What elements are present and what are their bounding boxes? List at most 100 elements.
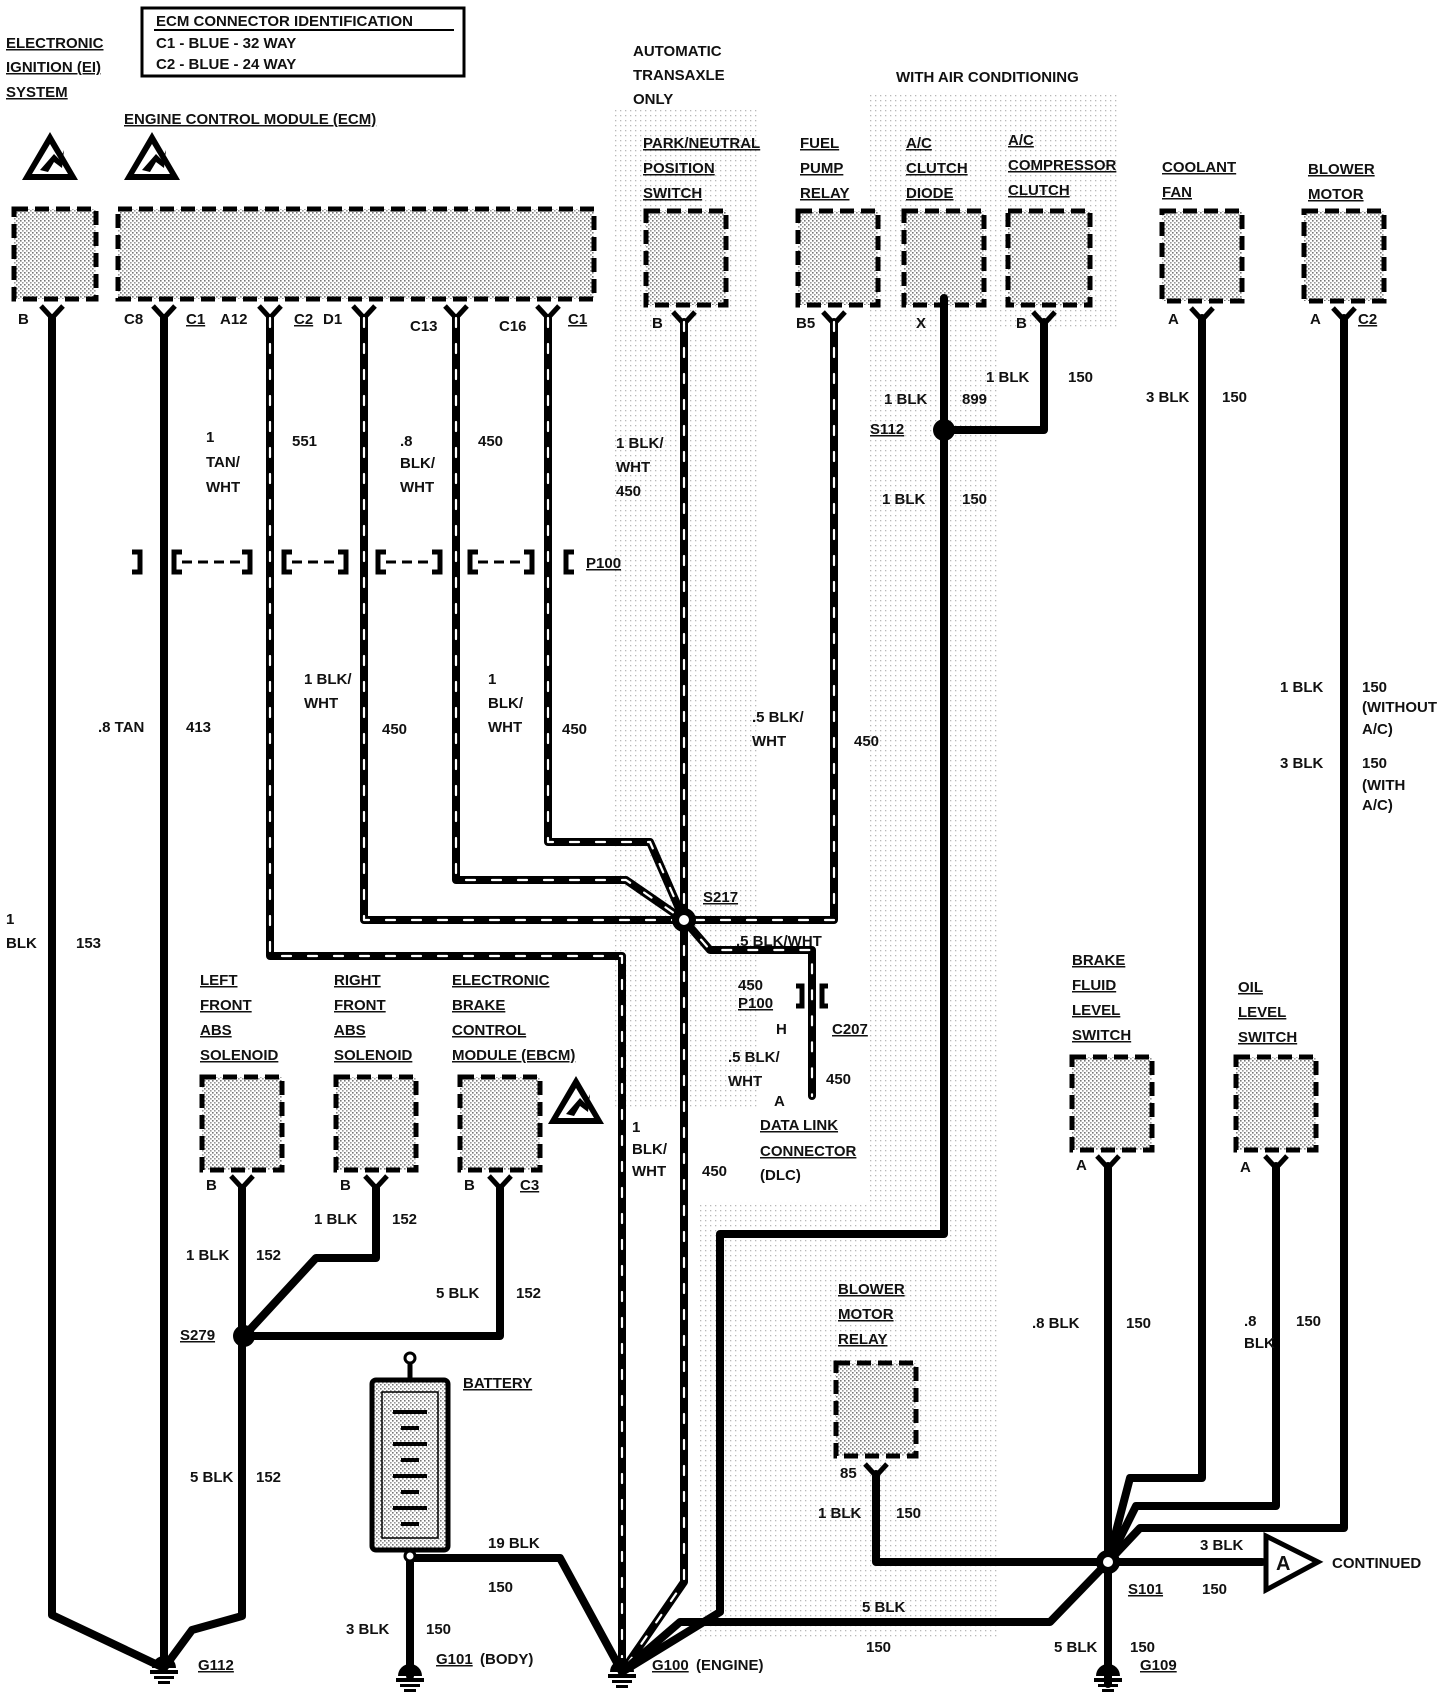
- dlc-c207-label: C207: [832, 1021, 868, 1038]
- ecm-pin-c13: C13: [410, 318, 438, 335]
- wire-label: 1 BLK/: [304, 671, 352, 688]
- wire-label: 450: [562, 721, 587, 738]
- wire-label: 1 BLK/: [616, 435, 664, 452]
- continued-arrow: [1263, 1531, 1324, 1595]
- oil-level-switch-box: [1233, 1054, 1319, 1153]
- wire-label: 150: [1130, 1639, 1155, 1656]
- coolant-label-2: FAN: [1162, 184, 1192, 201]
- battery-symbol: [369, 1351, 451, 1563]
- fuel-pump-label-1: FUEL: [800, 135, 839, 152]
- wire-label: 1: [6, 911, 14, 928]
- brake-fluid-label-4: SWITCH: [1072, 1027, 1131, 1044]
- ecm-pin-c2: C2: [294, 311, 313, 328]
- ei-label-2: IGNITION (EI): [6, 59, 101, 76]
- wire-label: 150: [1222, 389, 1247, 406]
- wire-label: 899: [962, 391, 987, 408]
- wire-label: 450: [826, 1071, 851, 1088]
- ei-pin: B: [18, 311, 29, 328]
- battery-label: BATTERY: [463, 1375, 532, 1392]
- wire-label: 551: [292, 433, 317, 450]
- splice-s112-label: S112: [870, 421, 904, 438]
- wire-label: 152: [516, 1285, 541, 1302]
- wire-label: .8 BLK: [1032, 1315, 1080, 1332]
- ebcm-box: [457, 1074, 543, 1173]
- wire-label: BLK/: [400, 455, 436, 472]
- wire-label: .8: [400, 433, 413, 450]
- wire-label: WHT: [616, 459, 650, 476]
- wire-label: .5 BLK/: [752, 709, 805, 726]
- blower-relay-label-1: BLOWER: [838, 1281, 905, 1298]
- splice-s101-label: S101: [1128, 1581, 1163, 1598]
- ebcm-pin: B: [464, 1177, 475, 1194]
- wire-label: WHT: [728, 1073, 762, 1090]
- ecm-box: [115, 206, 597, 302]
- pnp-label-2: POSITION: [643, 160, 715, 177]
- auto-only-label-2: TRANSAXLE: [633, 67, 725, 84]
- wire-label: 3 BLK: [346, 1621, 390, 1638]
- oil-level-label-3: SWITCH: [1238, 1029, 1297, 1046]
- pnp-pin: B: [652, 315, 663, 332]
- wire-label: 150: [1068, 369, 1093, 386]
- brake-fluid-pin: A: [1076, 1157, 1087, 1174]
- wire-label: .8: [1244, 1313, 1257, 1330]
- pnp-label-3: SWITCH: [643, 185, 702, 202]
- rf-abs-pin: B: [340, 1177, 351, 1194]
- wire-label: 150: [1126, 1315, 1151, 1332]
- ecm-pin-c8: C8: [124, 311, 143, 328]
- ebcm-label-3: CONTROL: [452, 1022, 526, 1039]
- wire-label: (WITH: [1362, 777, 1405, 794]
- brake-fluid-label-3: LEVEL: [1072, 1002, 1120, 1019]
- ecm-pin-c1b: C1: [568, 311, 587, 328]
- brake-fluid-level-switch-box: [1069, 1054, 1155, 1153]
- blower-relay-label-2: MOTOR: [838, 1306, 894, 1323]
- wire-label: 150: [866, 1639, 891, 1656]
- connector-id-line1: C1 - BLUE - 32 WAY: [156, 35, 296, 52]
- wire-label: 450: [382, 721, 407, 738]
- wire-label: BLK/: [632, 1141, 668, 1158]
- dlc-h-pin: H: [776, 1021, 787, 1038]
- wire-label: WHT: [632, 1163, 666, 1180]
- ac-comp-label-2: COMPRESSOR: [1008, 157, 1117, 174]
- ecm-label: ENGINE CONTROL MODULE (ECM): [124, 111, 376, 128]
- wire-label: WHT: [488, 719, 522, 736]
- wire-label: 450: [478, 433, 503, 450]
- wire-label: 1 BLK: [882, 491, 926, 508]
- p100-connector: [132, 549, 574, 575]
- splice-s217-center: [679, 915, 689, 925]
- fuel-pump-relay-box: [795, 208, 881, 308]
- wire-label: 3 BLK: [1280, 755, 1324, 772]
- dlc-p100-label: P100: [738, 995, 773, 1012]
- wire-label: 1 BLK: [986, 369, 1030, 386]
- wire-label: 1: [632, 1119, 640, 1136]
- auto-only-label-1: AUTOMATIC: [633, 43, 722, 60]
- wire-label: A/C): [1362, 721, 1393, 738]
- ac-comp-label-3: CLUTCH: [1008, 182, 1070, 199]
- brake-fluid-label-2: FLUID: [1072, 977, 1116, 994]
- dlc-label-3: (DLC): [760, 1167, 801, 1184]
- wire-label: 150: [488, 1579, 513, 1596]
- wire-label: .5 BLK/WHT: [736, 933, 822, 950]
- fuel-pump-pin: B5: [796, 315, 815, 332]
- ground-g100-label: G100: [652, 1657, 689, 1674]
- wire-label: 3 BLK: [1146, 389, 1190, 406]
- ac-comp-pin: B: [1016, 315, 1027, 332]
- wire-label: 153: [76, 935, 101, 952]
- coolant-fan-box: [1159, 208, 1245, 304]
- wire-label: .8 TAN: [98, 719, 144, 736]
- oil-level-label-2: LEVEL: [1238, 1004, 1286, 1021]
- auto-only-label-3: ONLY: [633, 91, 673, 108]
- lf-abs-label-3: ABS: [200, 1022, 232, 1039]
- wire-label: 150: [1362, 755, 1387, 772]
- wire-label: 413: [186, 719, 211, 736]
- wire-label: 150: [962, 491, 987, 508]
- wire-label: 150: [896, 1505, 921, 1522]
- wire-label: BLK: [1244, 1335, 1275, 1352]
- blower-conn: C2: [1358, 311, 1377, 328]
- blower-relay-label-3: RELAY: [838, 1331, 887, 1348]
- wire-label: 3 BLK: [1200, 1537, 1244, 1554]
- continued-text: CONTINUED: [1332, 1555, 1421, 1572]
- wire-label: A/C): [1362, 797, 1393, 814]
- pnp-label-1: PARK/NEUTRAL: [643, 135, 760, 152]
- oil-level-label-1: OIL: [1238, 979, 1263, 996]
- wire-label: 1 BLK: [818, 1505, 862, 1522]
